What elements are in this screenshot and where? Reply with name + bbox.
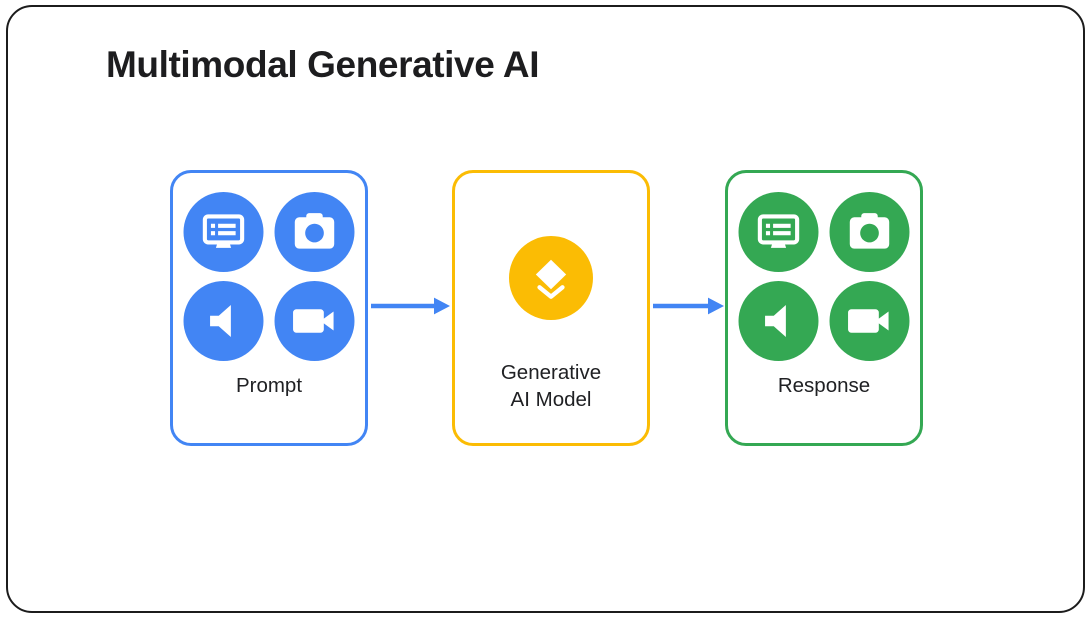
model-tile xyxy=(509,236,593,320)
prompt-label: Prompt xyxy=(235,374,303,397)
model-label: Generative AI Model xyxy=(455,359,647,413)
response-audio-tile xyxy=(738,281,819,361)
prompt-text-tile xyxy=(183,192,264,272)
prompt-box: Prompt xyxy=(170,170,368,446)
response-modality-tiles xyxy=(738,192,910,361)
prompt-modality-tiles xyxy=(183,192,355,361)
response-text-tile xyxy=(738,192,819,272)
prompt-image-tile xyxy=(274,192,355,272)
arrow-prompt-to-model xyxy=(371,297,450,315)
prompt-video-tile xyxy=(274,281,355,361)
response-image-tile xyxy=(829,192,910,272)
videocam-icon xyxy=(848,309,889,333)
response-video-tile xyxy=(829,281,910,361)
camera-icon xyxy=(294,213,335,249)
speaker-icon xyxy=(210,304,231,338)
arrow-model-to-response xyxy=(653,297,724,315)
subtitles-icon xyxy=(757,214,800,248)
layers-icon xyxy=(535,259,567,299)
response-box: Response xyxy=(725,170,923,446)
model-box: Generative AI Model xyxy=(452,170,650,446)
model-label-line2: AI Model xyxy=(510,388,592,411)
speaker-icon xyxy=(765,304,786,338)
response-label: Response xyxy=(777,374,871,397)
prompt-audio-tile xyxy=(183,281,264,361)
subtitles-icon xyxy=(202,214,245,248)
model-label-line1: Generative xyxy=(500,361,602,384)
page-title: Multimodal Generative AI xyxy=(106,44,540,85)
videocam-icon xyxy=(293,309,334,333)
camera-icon xyxy=(849,213,890,249)
